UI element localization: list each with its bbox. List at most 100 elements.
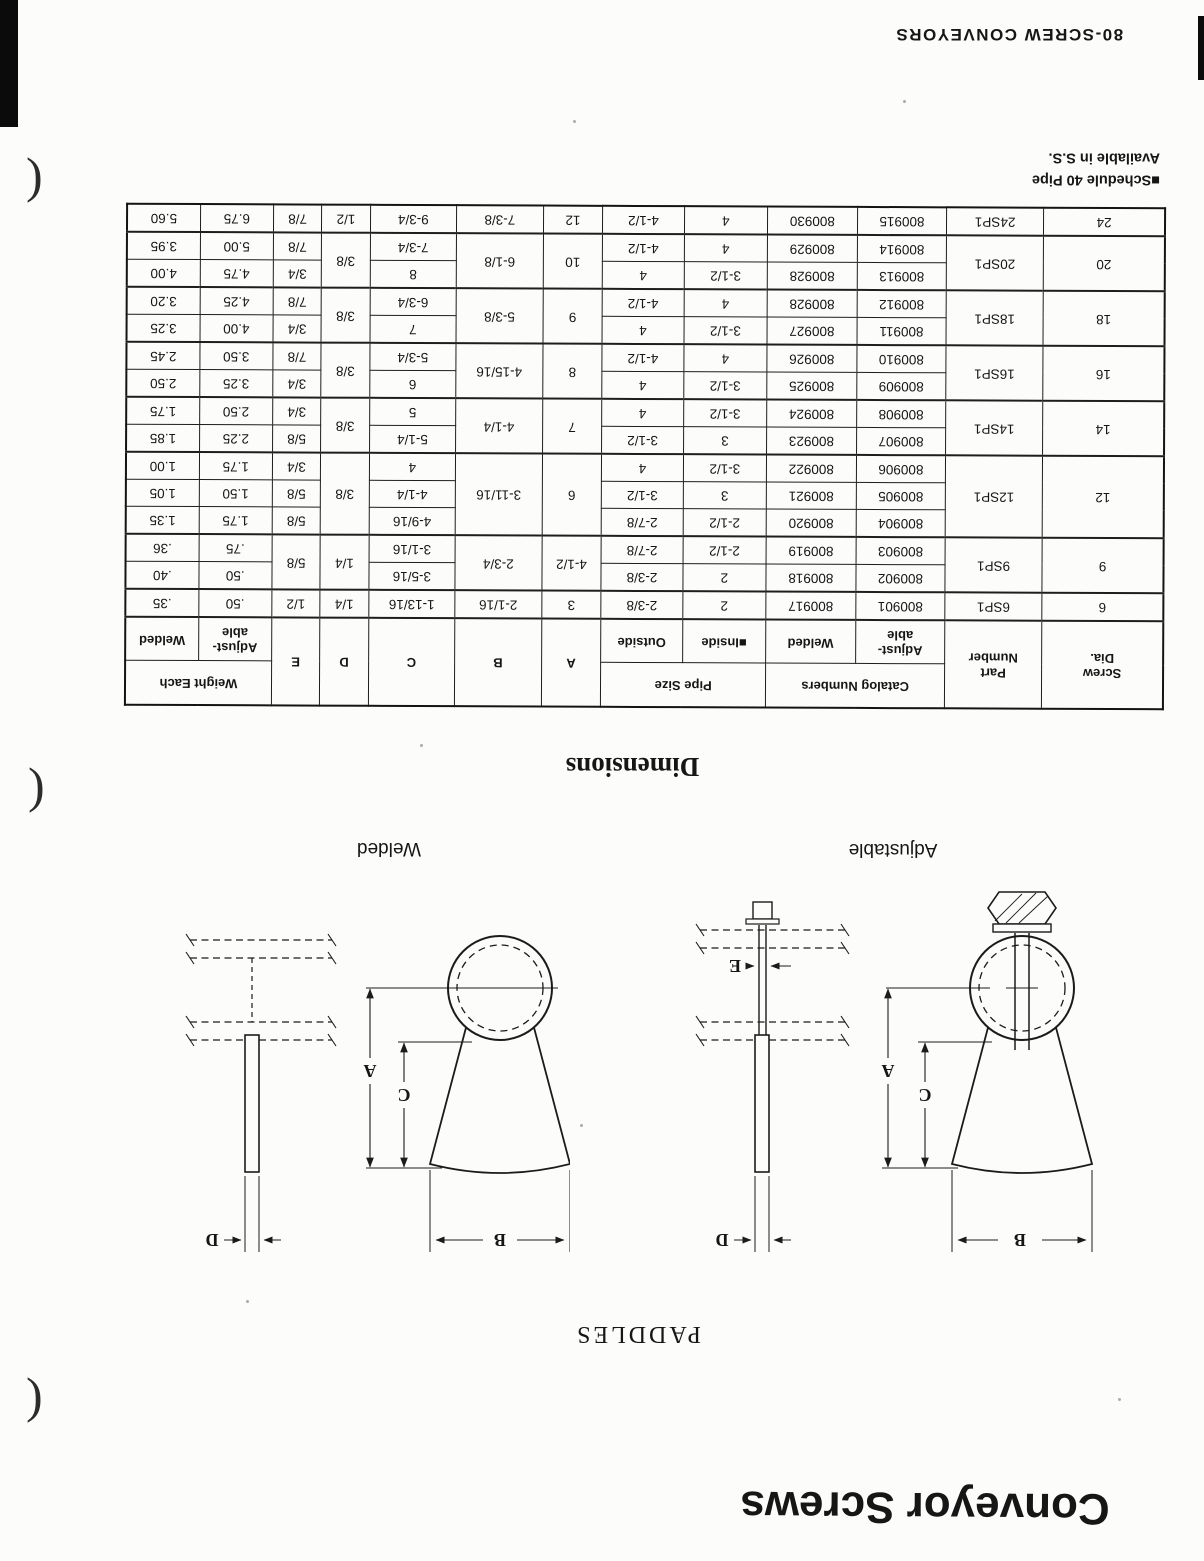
table-cell: 4.00: [126, 259, 201, 288]
hex-nut-front-view: [987, 891, 1057, 925]
table-cell: 2-7/8: [601, 508, 683, 537]
table-cell: 8: [369, 260, 457, 289]
table-cell: 20SP1: [946, 235, 1044, 291]
col-a: A: [540, 618, 602, 707]
table-cell: 1-13/16: [368, 589, 456, 619]
table-header-row-groups: Screw Dia. Part Number Catalog Numbers P…: [124, 617, 1164, 710]
binder-mark-1: ): [26, 147, 43, 203]
table-cell: 800928: [767, 262, 858, 290]
table-cell: 7/8: [272, 342, 322, 371]
table-cell: 16SP1: [945, 345, 1043, 401]
table-cell: 800906: [856, 454, 946, 483]
dim-d-lines: [224, 1176, 281, 1252]
stainless-note-line1: ■Schedule 40 Pipe: [1031, 171, 1160, 188]
section-heading: PADDLES: [574, 1321, 701, 1347]
table-cell: 800920: [766, 509, 856, 537]
col-pipe-inside: ■Inside: [682, 619, 766, 664]
table-cell: .50: [198, 589, 272, 618]
table-cell: 7/8: [272, 287, 322, 316]
table-cell: 1/2: [321, 204, 371, 233]
table-cell: 7-3/8: [456, 205, 544, 234]
table-cell: 8: [542, 343, 603, 399]
table-cell: 4: [601, 398, 684, 427]
col-weight-welded: Welded: [125, 616, 199, 662]
table-cell: 2.45: [126, 341, 200, 370]
col-catalog-adjustable: Adjust- able: [855, 619, 946, 665]
table-cell: 2-1/16: [454, 590, 542, 619]
table-cell: 6: [541, 453, 602, 536]
table-cell: 12: [543, 205, 603, 234]
table-cell: 7/8: [273, 204, 322, 233]
table-cell: 24: [1043, 207, 1166, 237]
nut-side-view: [752, 901, 773, 920]
table-cell: 2.50: [126, 369, 200, 398]
table-cell: 5: [369, 397, 456, 426]
table-cell: 4.00: [199, 314, 273, 343]
table-cell: 800915: [857, 206, 947, 236]
table-cell: 800913: [856, 262, 947, 291]
stud-front-view: [1014, 933, 1030, 1050]
table-cell: 800927: [767, 317, 857, 345]
table-cell: 3-11/16: [455, 453, 543, 536]
col-screw-dia: Screw Dia.: [1041, 620, 1164, 710]
table-cell: 800904: [855, 509, 946, 538]
break-ticks: [185, 933, 337, 1047]
dim-label-c: C: [398, 1085, 411, 1105]
table-cell: 9: [1041, 537, 1164, 594]
table-cell: 4: [684, 206, 768, 235]
table-cell: 3/8: [320, 452, 370, 535]
dim-label-d: D: [206, 1230, 219, 1250]
table-cell: 4: [602, 261, 685, 290]
table-cell: .40: [125, 561, 199, 590]
table-cell: 800919: [766, 536, 856, 565]
table-cell: 3: [682, 481, 767, 510]
stud-side-view: [758, 925, 767, 1035]
paddle-blade: [950, 1019, 1094, 1174]
table-cell: 5.00: [200, 232, 274, 260]
table-cell: 1.05: [125, 479, 200, 507]
table-cell: 1.85: [126, 424, 200, 453]
table-cell: 7-3/4: [369, 232, 457, 261]
scan-black-bar: [0, 0, 18, 127]
dim-label-e: E: [729, 956, 741, 976]
table-cell: 3-1/2: [683, 454, 767, 483]
table-cell: 5-1/4: [369, 425, 456, 454]
table-cell: 4: [601, 453, 684, 482]
table-cell: 5/8: [272, 424, 321, 453]
table-cell: 1/2: [271, 589, 321, 618]
welded-paddle-diagram: A C B D: [185, 933, 570, 1252]
dimensions-heading: Dimensions: [565, 752, 700, 782]
table-cell: 800909: [856, 372, 947, 401]
table-cell: 14SP1: [945, 400, 1043, 456]
table-cell: 20: [1043, 235, 1165, 292]
table-cell: 5/8: [271, 506, 321, 535]
dim-d-lines: [734, 1176, 791, 1252]
table-cell: 12: [1042, 455, 1165, 539]
table-cell: 800905: [855, 482, 946, 510]
table-cell: 3-5/16: [368, 562, 456, 591]
table-cell: 7: [369, 315, 457, 344]
table-cell: 4-9/16: [368, 507, 456, 536]
table-cell: 7/8: [273, 232, 322, 261]
table-cell: 800910: [856, 344, 947, 373]
col-weight-adjustable: Adjust- able: [198, 617, 272, 662]
table-cell: 2-7/8: [601, 535, 683, 564]
table-cell: 4: [602, 316, 684, 345]
pipe-hidden-lines: [190, 939, 332, 1041]
table-cell: 3/4: [272, 397, 321, 426]
dimensions-table: Screw Dia. Part Number Catalog Numbers P…: [123, 202, 1167, 711]
table-cell: 800901: [855, 591, 946, 621]
table-cell: .35: [125, 588, 199, 618]
table-cell: 3: [541, 590, 602, 619]
table-cell: 800907: [856, 427, 946, 456]
table-cell: 1/4: [320, 589, 369, 618]
table-cell: 9SP1: [945, 537, 1043, 593]
table-cell: 2-3/8: [601, 563, 683, 592]
table-cell: 4-1/2: [602, 343, 684, 372]
